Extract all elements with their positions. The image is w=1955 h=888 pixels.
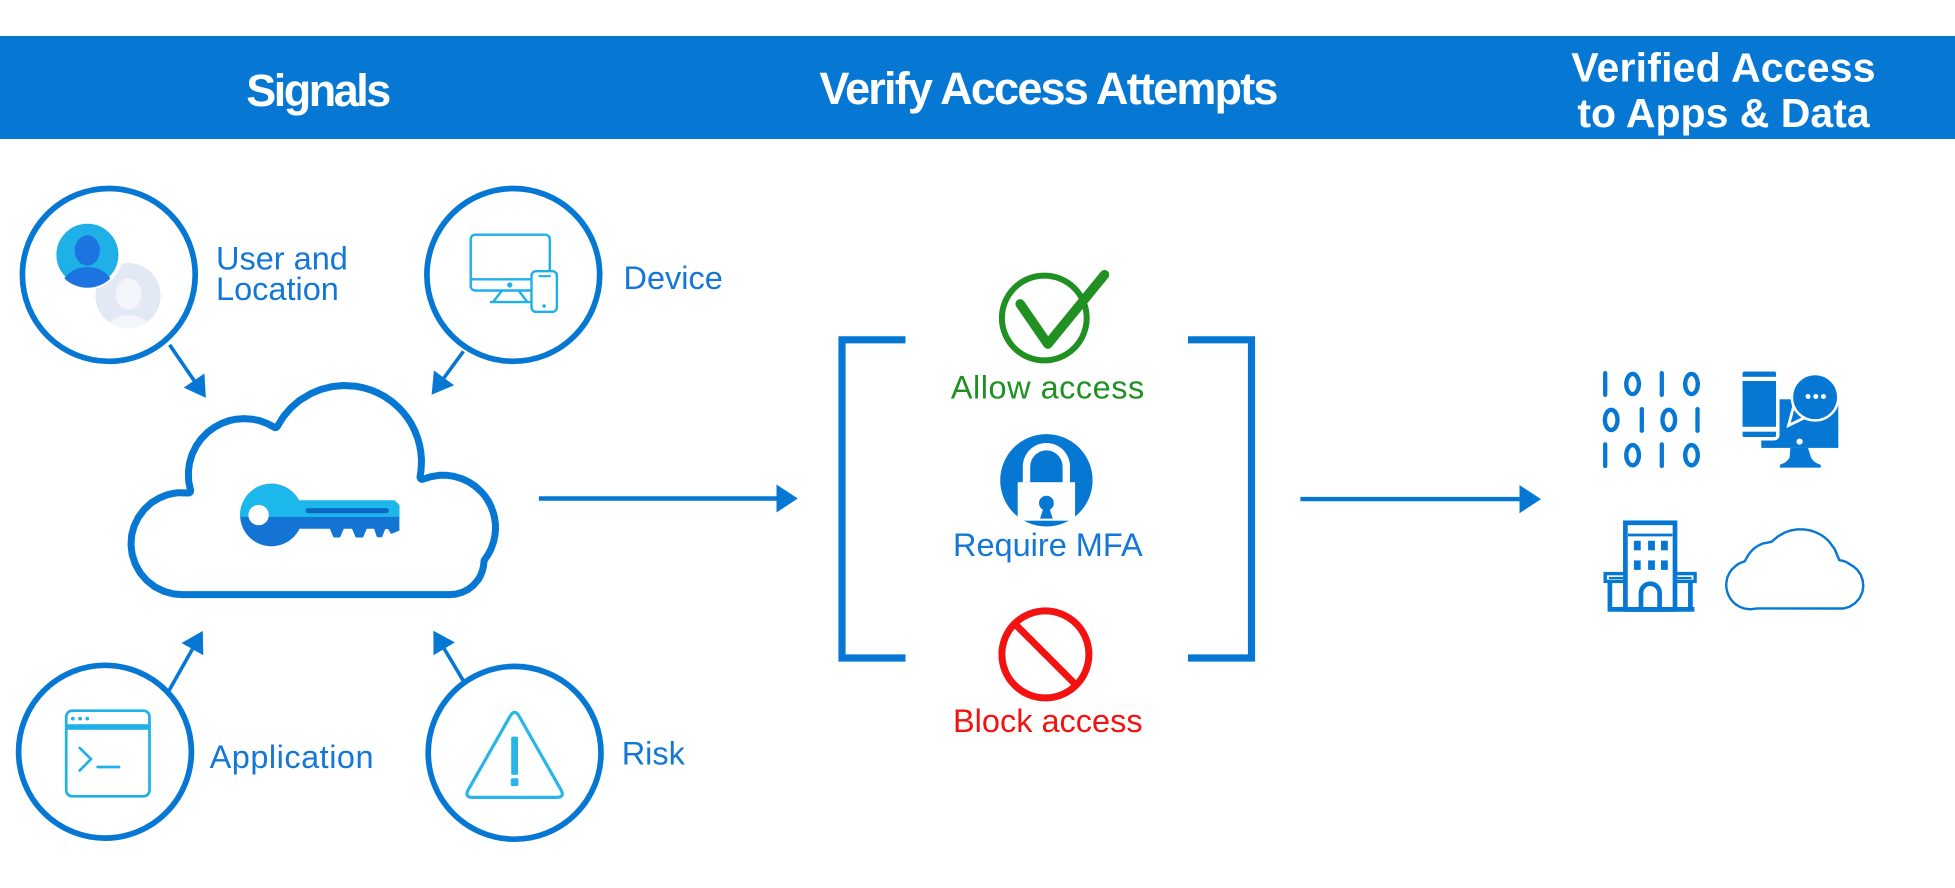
svg-text:Device: Device bbox=[624, 260, 723, 296]
svg-text:Risk: Risk bbox=[622, 736, 686, 772]
svg-text:Application: Application bbox=[210, 739, 375, 775]
svg-text:Location: Location bbox=[216, 271, 339, 307]
svg-text:Allow access: Allow access bbox=[951, 369, 1145, 405]
svg-text:Verified Access: Verified Access bbox=[1571, 45, 1876, 91]
svg-text:Signals: Signals bbox=[246, 65, 390, 116]
svg-text:Block access: Block access bbox=[953, 703, 1143, 739]
svg-text:Require MFA: Require MFA bbox=[953, 527, 1143, 563]
svg-text:Verify Access Attempts: Verify Access Attempts bbox=[819, 63, 1277, 114]
svg-text:User and: User and bbox=[216, 240, 348, 276]
svg-text:to Apps & Data: to Apps & Data bbox=[1577, 90, 1871, 136]
